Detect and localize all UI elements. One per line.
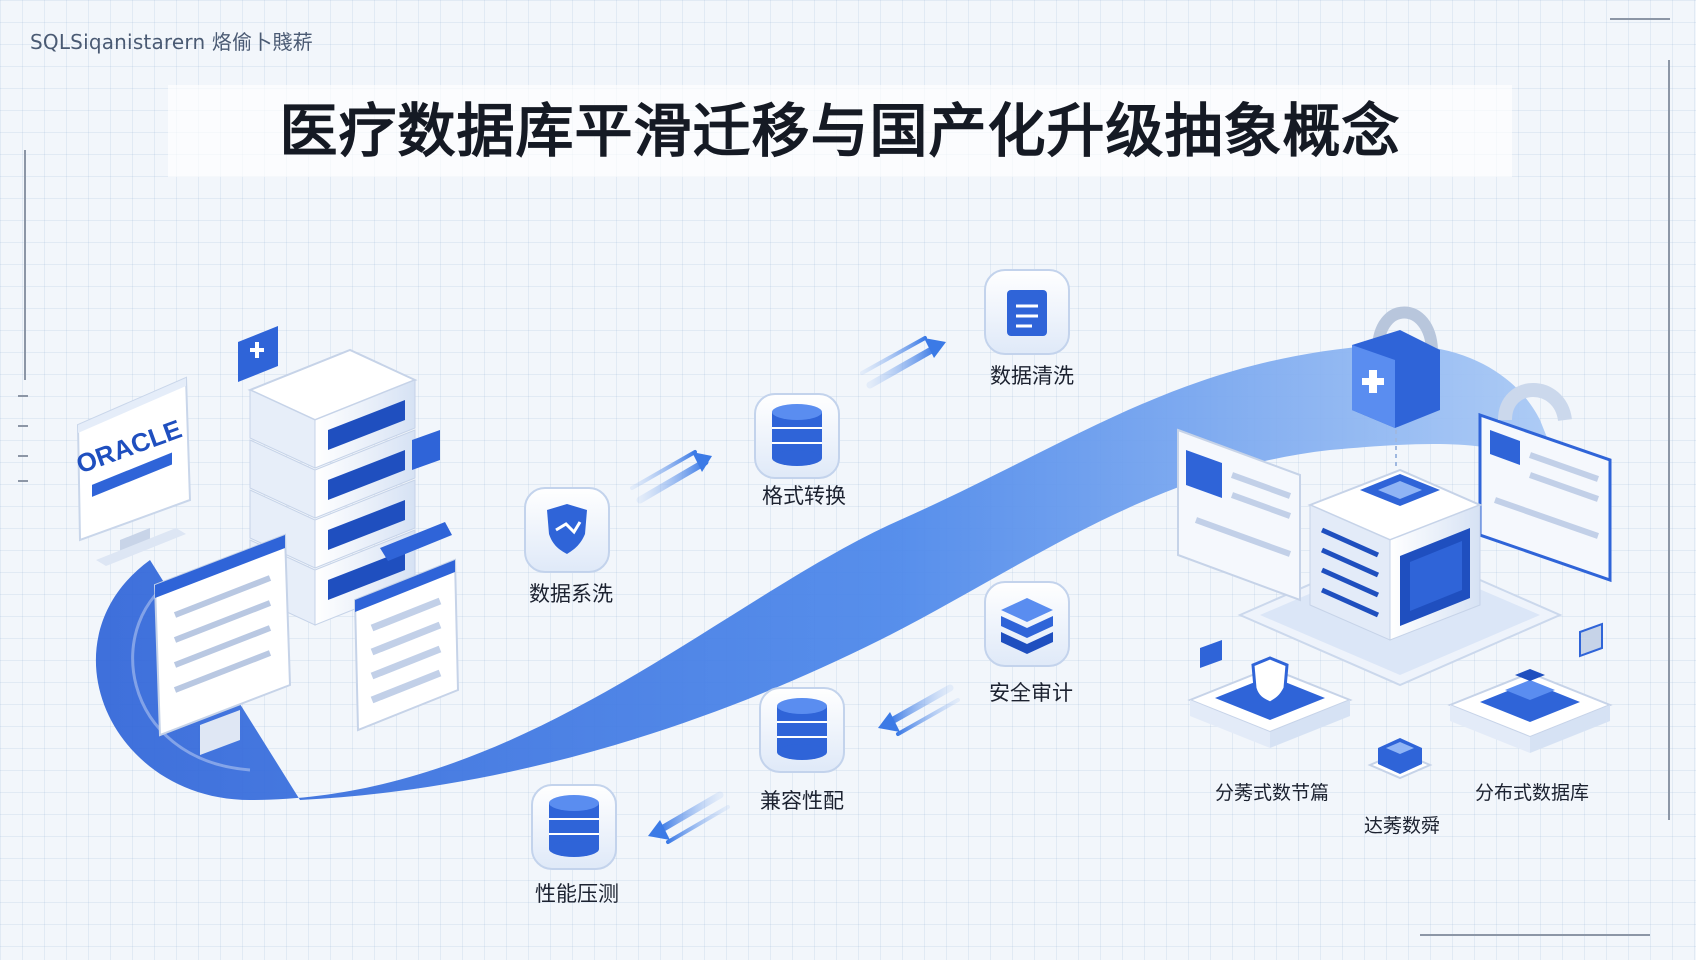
title-band [168,85,1512,177]
target-node-small [1367,738,1433,780]
source-ui-panel [153,533,292,755]
step-tile-4 [984,581,1070,667]
lock-shackle-icon [1498,383,1572,422]
step-tile-1 [524,487,610,573]
ribbon-loop-inner [131,573,251,772]
tag-icon [412,430,440,470]
top-right-rule [1610,18,1670,20]
flow-arrow-up-2 [860,336,946,389]
glass-panel-left [1177,428,1301,602]
medical-cross-icon [238,326,278,382]
source-list-panel [353,522,460,732]
step-label-2: 格式转换 [762,484,846,508]
flow-arrow-down-2 [648,791,730,844]
bottom-right-rule [1420,934,1650,936]
flow-arrow-up-1 [630,450,712,504]
database-icon [772,404,822,466]
target-node-shield [1187,640,1353,748]
document-icon [1007,290,1047,336]
security-shield-icon [1251,656,1289,705]
shield-icon [547,504,587,554]
left-edge-ticks [18,425,28,427]
step-tile-3 [984,269,1070,355]
step-tile-2 [754,393,840,479]
target-label-distributed-db: 分布式数据库 [1474,782,1590,804]
database-icon [549,795,599,857]
left-edge-ticks [18,455,28,457]
step-tile-6 [531,784,617,870]
left-edge-rule [24,150,26,380]
target-node-chip [1447,622,1613,753]
flow-arrow-down-1 [878,684,960,736]
right-edge-rule [1668,60,1670,820]
step-label-6: 性能压测 [535,882,619,906]
watermark-text: SQLSiqanistarern 烙偷卜賤菥 [30,30,313,54]
step-tile-5 [759,687,845,773]
glass-panel-right [1478,383,1612,583]
page-title: 医疗数据库平滑迁移与国产化升级抽象概念 [279,97,1401,165]
layers-icon [1001,598,1053,654]
left-edge-ticks [18,480,28,482]
padlock-icon [1352,306,1440,428]
domestic-db-cube [1307,468,1483,641]
oracle-monitor [76,376,192,566]
step-label-5: 兼容性配 [760,789,844,813]
target-label-distributed-nodes: 分莠式数节篇 [1214,782,1330,804]
step-label-3: 数据清洗 [990,364,1074,388]
database-icon [777,698,827,760]
step-label-4: 安全审计 [989,681,1073,705]
target-label-dameng: 达莠数舜 [1363,815,1441,837]
left-edge-ticks [18,395,28,397]
step-label-1: 数据系洗 [529,582,613,606]
